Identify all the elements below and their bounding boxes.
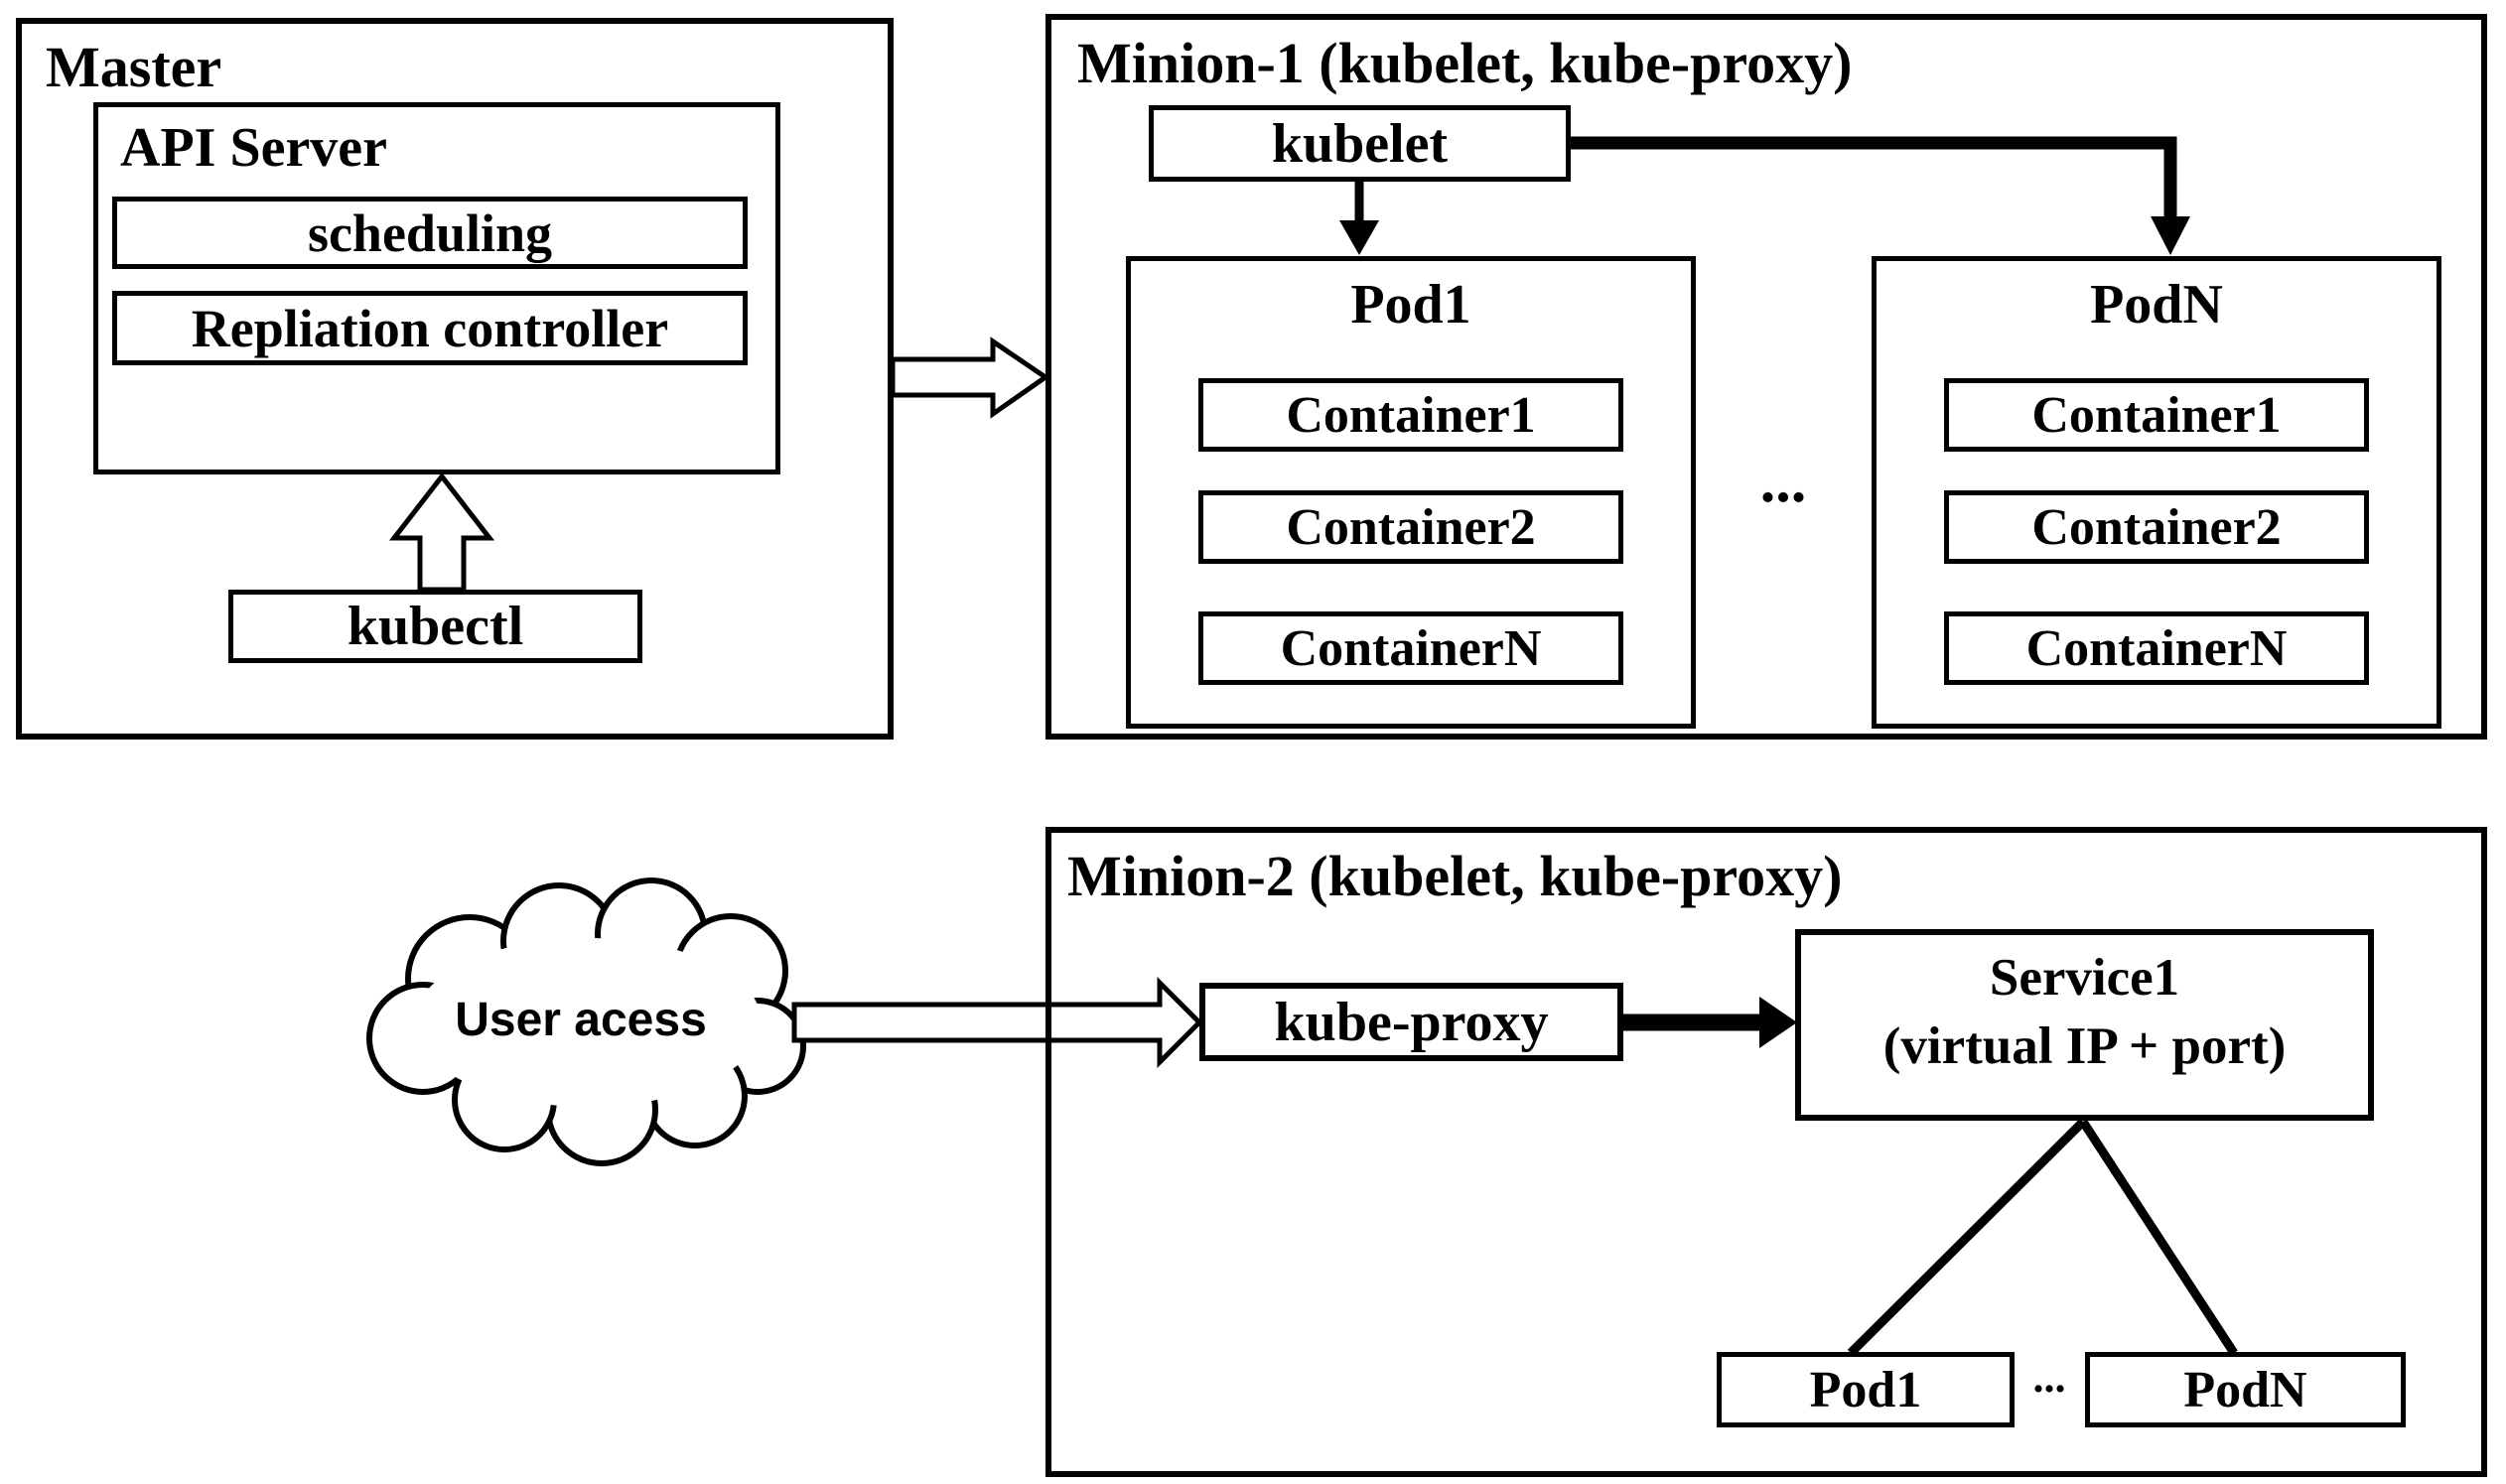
service-pod1-box: Pod1	[1717, 1352, 2015, 1427]
service1-to-pods-lines	[1847, 1118, 2238, 1357]
user-access-cloud-label: User acess	[455, 994, 707, 1046]
podn-containern-box: ContainerN	[1944, 611, 2369, 685]
podn-box: PodN Container1 Container2 ContainerN	[1872, 256, 2441, 729]
podn-title: PodN	[2090, 274, 2223, 336]
podn-container1-box: Container1	[1944, 378, 2369, 452]
pod1-box: Pod1 Container1 Container2 ContainerN	[1126, 256, 1696, 729]
kubelet-to-podn-arrow	[1567, 136, 2190, 255]
kubelet-box: kubelet	[1149, 105, 1571, 182]
master-box: Master API Server scheduling Repliation …	[16, 18, 894, 740]
replication-controller-box: Repliation controller	[112, 291, 748, 365]
kube-proxy-to-service1-arrow	[1620, 997, 1797, 1048]
pod1-container2-box: Container2	[1198, 490, 1623, 564]
minion2-box: Minion-2 (kubelet, kube-proxy) kube-prox…	[1045, 827, 2487, 1477]
podn-container2-box: Container2	[1944, 490, 2369, 564]
scheduling-box: scheduling	[112, 197, 748, 269]
minion1-box: Minion-1 (kubelet, kube-proxy) kubelet P…	[1045, 14, 2487, 740]
user-access-to-kube-proxy-arrow	[791, 976, 1203, 1069]
service-pods-ellipsis: ...	[2032, 1353, 2066, 1402]
kubelet-to-pod1-arrow	[1339, 181, 1379, 255]
pod1-containern-box: ContainerN	[1198, 611, 1623, 685]
service1-name: Service1	[1989, 948, 2180, 1007]
service-podn-box: PodN	[2085, 1352, 2406, 1427]
user-access-cloud-shape	[366, 877, 806, 1166]
minion2-title: Minion-2 (kubelet, kube-proxy)	[1067, 844, 1843, 908]
service1-label: Service1 (virtual IP + port)	[1801, 935, 2368, 1115]
api-server-box: API Server scheduling Repliation control…	[93, 102, 780, 474]
master-to-minion1-arrow	[890, 337, 1050, 419]
minion1-title: Minion-1 (kubelet, kube-proxy)	[1077, 31, 1853, 95]
pod1-container1-box: Container1	[1198, 378, 1623, 452]
kubectl-box: kubectl	[228, 590, 642, 663]
api-server-title: API Server	[120, 117, 388, 179]
kube-proxy-box: kube-proxy	[1199, 983, 1623, 1061]
pod1-title: Pod1	[1350, 274, 1471, 336]
pods-ellipsis: ...	[1759, 448, 1807, 515]
service1-detail: (virtual IP + port)	[1882, 1016, 2287, 1075]
master-title: Master	[46, 35, 222, 99]
service1-box: Service1 (virtual IP + port)	[1795, 929, 2374, 1121]
